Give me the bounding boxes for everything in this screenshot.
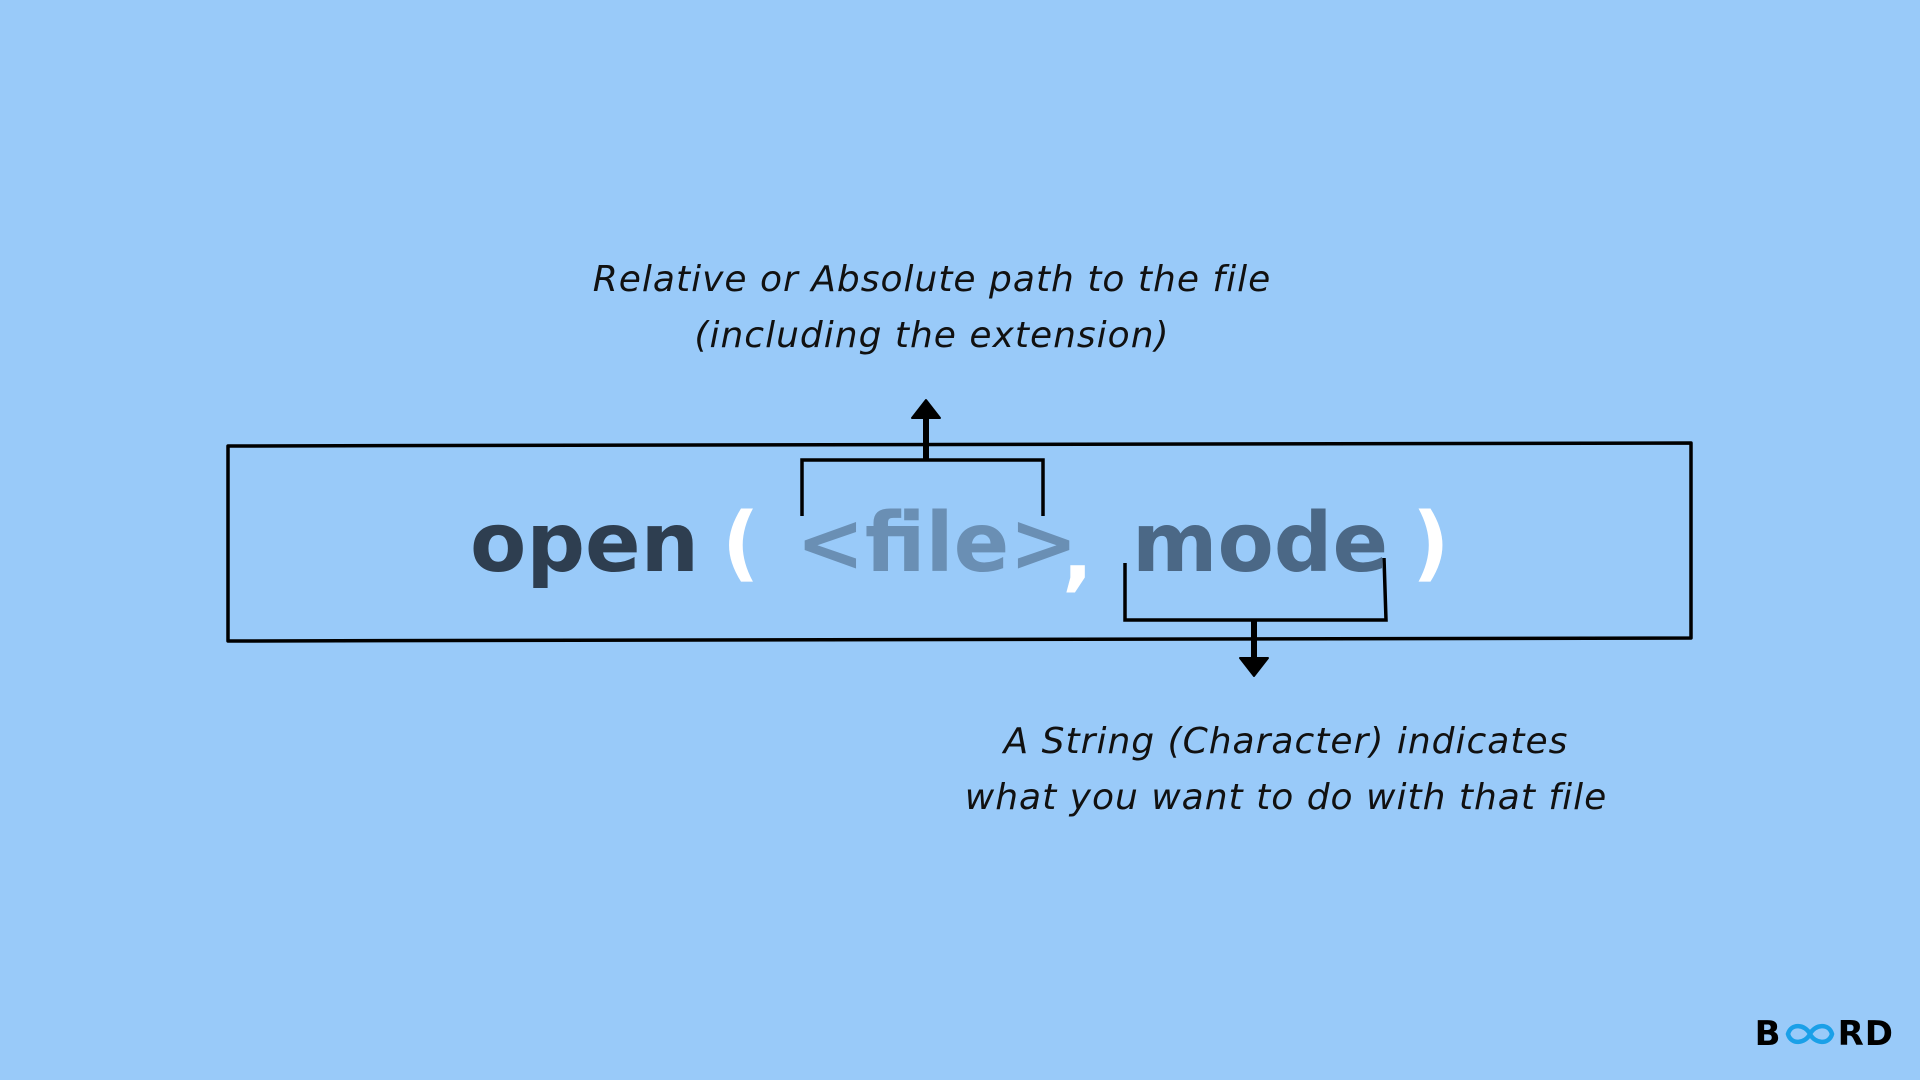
close-paren: ) xyxy=(1412,496,1450,591)
file-bracket xyxy=(800,458,1045,516)
file-param-annotation: Relative or Absolute path to the file (i… xyxy=(532,252,1332,364)
file-annotation-line-1: Relative or Absolute path to the file xyxy=(592,259,1272,300)
mode-annotation-line-2: what you want to do with that file xyxy=(964,777,1608,818)
function-name-open: open xyxy=(470,496,700,591)
file-annotation-line-2: (including the extension) xyxy=(694,315,1170,356)
mode-arrow-head xyxy=(1239,657,1269,677)
param-mode: mode xyxy=(1132,496,1389,591)
brand-logo: B RD xyxy=(1755,1014,1894,1054)
code-box-outline xyxy=(226,441,1693,643)
param-file: <file> xyxy=(796,496,1078,591)
file-arrow-head xyxy=(911,399,941,419)
open-paren: ( xyxy=(722,496,760,591)
logo-text-prefix: B xyxy=(1754,1014,1782,1054)
mode-annotation-line-1: A String (Character) indicates xyxy=(1003,721,1569,762)
mode-param-annotation: A String (Character) indicates what you … xyxy=(886,714,1686,826)
logo-text-suffix: RD xyxy=(1837,1014,1894,1054)
param-separator-comma: , xyxy=(1062,506,1094,601)
infinity-loop-icon xyxy=(1785,1023,1834,1045)
